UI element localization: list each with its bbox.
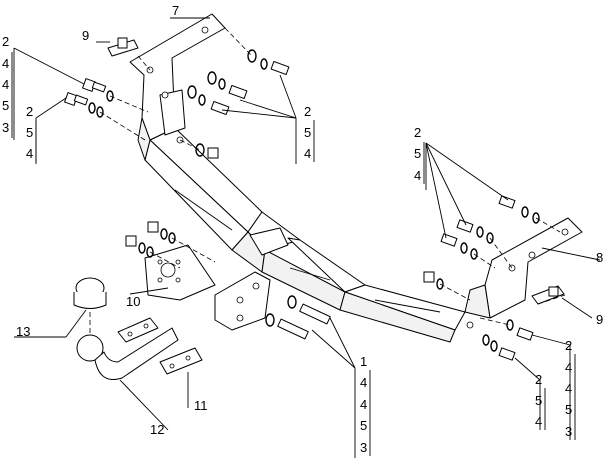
callout-labels: 2 4 4 5 3 2 5 4 7 9 2 5 4 2 5 4 8 9 2 4 … (2, 3, 603, 455)
callout-13: 13 (16, 324, 30, 339)
callout-12: 12 (150, 422, 164, 437)
callout-4: 4 (360, 375, 367, 390)
callout-5: 5 (535, 393, 542, 408)
callout-4: 4 (535, 414, 542, 429)
callout-4: 4 (360, 397, 367, 412)
callout-5: 5 (360, 418, 367, 433)
socket-plate (144, 244, 216, 301)
callout-4: 4 (565, 360, 572, 375)
callout-3: 3 (360, 440, 367, 455)
fasteners (63, 49, 540, 361)
callout-2: 2 (565, 338, 572, 353)
callout-underlines (11, 52, 576, 456)
callout-4: 4 (2, 56, 9, 71)
callout-10: 10 (126, 294, 140, 309)
callout-3: 3 (2, 120, 9, 135)
center-ball-mount-bracket (214, 227, 289, 331)
right-mounting-bracket (464, 217, 583, 329)
callout-1: 1 (360, 354, 367, 369)
plate-9-right (531, 285, 565, 305)
plate-9-top (107, 37, 139, 57)
left-mounting-bracket (129, 13, 226, 161)
tow-ball (76, 327, 179, 380)
leader-lines (13, 17, 601, 458)
callout-2: 2 (304, 104, 311, 119)
callout-5: 5 (565, 402, 572, 417)
callout-4: 4 (2, 77, 9, 92)
callout-9: 9 (596, 312, 603, 327)
callout-5: 5 (2, 98, 9, 113)
callout-4: 4 (565, 381, 572, 396)
callout-4: 4 (304, 146, 311, 161)
callout-5: 5 (414, 146, 421, 161)
callout-4: 4 (26, 146, 33, 161)
callout-9: 9 (82, 28, 89, 43)
shim-plates (117, 317, 203, 375)
callout-3: 3 (565, 424, 572, 439)
callout-2: 2 (414, 125, 421, 140)
callout-5: 5 (304, 125, 311, 140)
callout-2: 2 (2, 34, 9, 49)
callout-8: 8 (596, 250, 603, 265)
assembly-lines (89, 27, 566, 335)
callout-5: 5 (26, 125, 33, 140)
callout-2: 2 (535, 372, 542, 387)
callout-4: 4 (414, 168, 421, 183)
callout-11: 11 (194, 398, 208, 413)
ball-cap (73, 277, 107, 309)
callout-2: 2 (26, 104, 33, 119)
callout-7: 7 (172, 3, 179, 18)
